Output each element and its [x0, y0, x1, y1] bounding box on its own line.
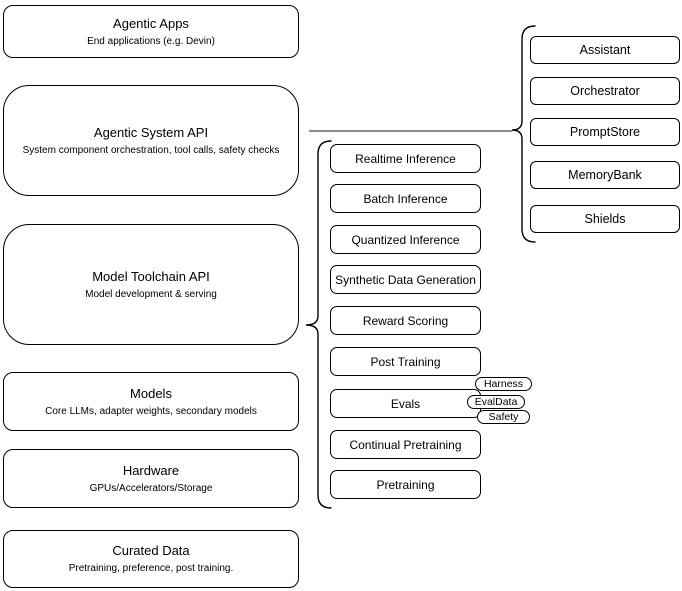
service-synthetic-data-generation: Synthetic Data Generation [330, 265, 481, 294]
tag-harness: Harness [475, 377, 532, 391]
service-label: Quantized Inference [351, 232, 460, 247]
service-reward-scoring: Reward Scoring [330, 306, 481, 335]
node-model-toolchain-api: Model Toolchain API Model development & … [3, 224, 299, 345]
node-title: Hardware [122, 462, 180, 478]
service-label: Continual Pretraining [349, 437, 462, 452]
service-label: Batch Inference [363, 191, 448, 206]
service-batch-inference: Batch Inference [330, 184, 481, 213]
service-quantized-inference: Quantized Inference [330, 225, 481, 254]
service-label: Pretraining [376, 477, 435, 492]
component-promptstore: PromptStore [530, 118, 680, 146]
service-pretraining: Pretraining [330, 470, 481, 499]
node-title: Models [130, 385, 172, 401]
node-agentic-apps: Agentic Apps End applications (e.g. Devi… [3, 5, 299, 58]
service-evals: Evals [330, 389, 481, 418]
service-continual-pretraining: Continual Pretraining [330, 430, 481, 459]
component-label: Shields [584, 212, 626, 226]
node-title: Agentic System API [93, 124, 209, 140]
component-orchestrator: Orchestrator [530, 77, 680, 105]
component-label: Assistant [579, 43, 631, 57]
node-subtitle: Core LLMs, adapter weights, secondary mo… [45, 405, 257, 417]
service-realtime-inference: Realtime Inference [330, 144, 481, 173]
service-label: Reward Scoring [362, 313, 449, 328]
node-subtitle: GPUs/Accelerators/Storage [89, 482, 213, 494]
component-label: MemoryBank [568, 168, 642, 182]
system-components-brace [511, 25, 536, 243]
service-label: Evals [390, 396, 421, 411]
tag-label: EvalData [474, 396, 518, 408]
service-label: Realtime Inference [355, 151, 456, 166]
component-label: PromptStore [569, 125, 641, 139]
service-label: Synthetic Data Generation [335, 272, 476, 287]
node-title: Model Toolchain API [92, 268, 210, 284]
component-memorybank: MemoryBank [530, 161, 680, 189]
tag-safety: Safety [477, 410, 530, 424]
node-curated-data: Curated Data Pretraining, preference, po… [3, 530, 299, 588]
tag-label: Safety [488, 411, 519, 423]
service-post-training: Post Training [330, 347, 481, 376]
node-models: Models Core LLMs, adapter weights, secon… [3, 372, 299, 431]
node-subtitle: End applications (e.g. Devin) [87, 35, 215, 47]
tag-label: Harness [483, 378, 524, 390]
toolchain-services-brace [305, 140, 332, 509]
node-subtitle: System component orchestration, tool cal… [22, 144, 280, 156]
node-title: Agentic Apps [113, 15, 189, 31]
node-agentic-system-api: Agentic System API System component orch… [3, 85, 299, 196]
component-shields: Shields [530, 205, 680, 233]
service-label: Post Training [370, 354, 441, 369]
node-title: Curated Data [112, 543, 190, 558]
component-assistant: Assistant [530, 36, 680, 64]
tag-evaldata: EvalData [467, 395, 525, 409]
node-subtitle: Pretraining, preference, post training. [68, 563, 234, 574]
component-label: Orchestrator [570, 84, 640, 98]
node-subtitle: Model development & serving [85, 288, 217, 300]
node-hardware: Hardware GPUs/Accelerators/Storage [3, 449, 299, 508]
